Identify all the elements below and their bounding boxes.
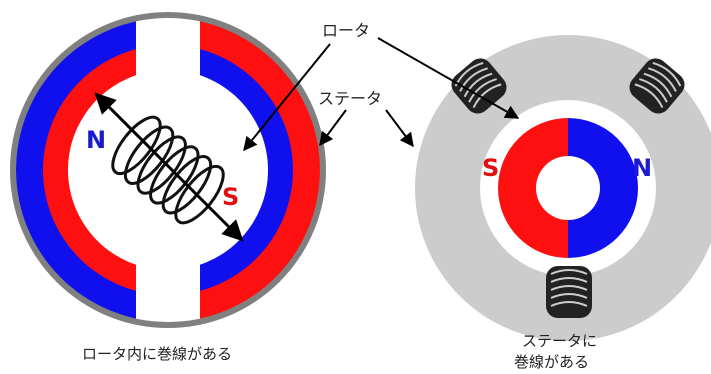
- stator-label: ステータ: [318, 89, 382, 108]
- left-pole-n: N: [86, 126, 106, 154]
- stator-leader-right: [385, 109, 414, 148]
- right-stator-coil-left: [451, 58, 507, 114]
- right-rotor-magnet-blue: [568, 118, 638, 258]
- rotor-leader-right: [377, 37, 520, 119]
- right-caption-line2: 巻線がある: [514, 353, 589, 371]
- left-motor: N S: [10, 12, 326, 328]
- right-caption-line1: ステータに: [522, 332, 597, 350]
- rotor-leader-left: [243, 43, 331, 152]
- left-axis-arrow: [94, 92, 244, 242]
- stator-leader-left: [319, 109, 347, 147]
- rotor-label: ロータ: [322, 21, 370, 40]
- right-stator-coil-right: [629, 58, 685, 114]
- right-pole-n: N: [632, 154, 652, 182]
- right-motor: S N: [415, 35, 711, 341]
- right-pole-s: S: [482, 154, 499, 182]
- left-rotor-slot: [136, 18, 200, 322]
- right-rotor-magnet-red: [498, 118, 568, 258]
- right-rotor-hub: [536, 156, 600, 220]
- right-stator-coil-bottom: [546, 266, 592, 318]
- left-pole-s: S: [222, 183, 239, 211]
- left-caption: ロータ内に巻線がある: [82, 345, 232, 363]
